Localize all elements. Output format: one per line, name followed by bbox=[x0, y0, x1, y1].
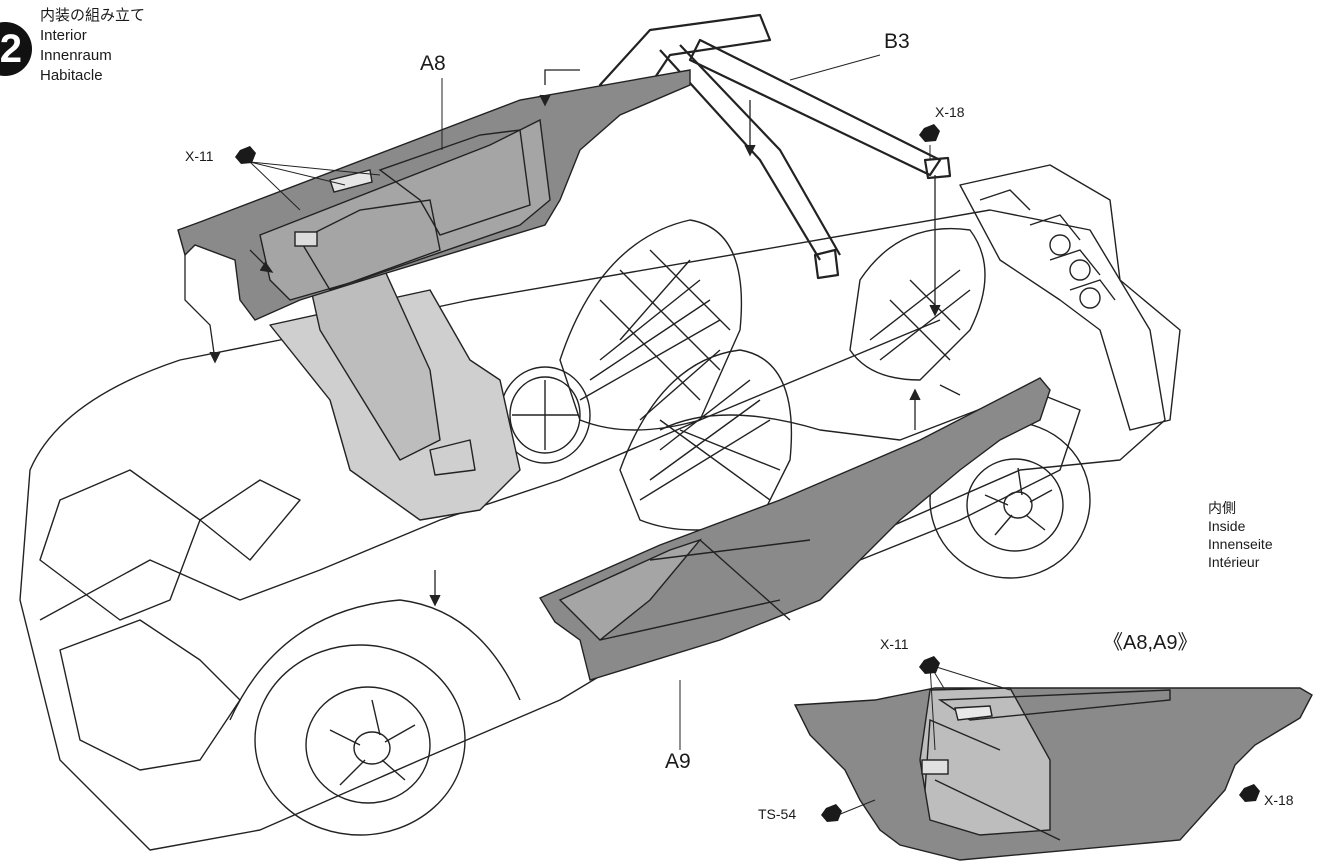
step-title-en: Interior bbox=[40, 27, 87, 44]
inside-legend: 内側 Inside Innenseite Intérieur bbox=[1208, 499, 1273, 571]
paint-marker-x18-inset bbox=[1239, 784, 1260, 802]
legend-line-ja: 内側 bbox=[1208, 500, 1236, 516]
label-x11-main: X-11 bbox=[185, 148, 214, 164]
label-a8: A8 bbox=[420, 52, 446, 75]
step-title: 内装の組み立て Interior Innenraum Habitacle bbox=[40, 6, 145, 86]
legend-line-en: Inside bbox=[1208, 518, 1246, 534]
panel-a9 bbox=[538, 377, 1051, 681]
front-wheel bbox=[254, 644, 466, 836]
label-a9: A9 bbox=[665, 750, 691, 773]
leader-b3 bbox=[789, 54, 881, 81]
label-ts54: TS-54 bbox=[758, 806, 797, 822]
leader-ts54 bbox=[837, 799, 876, 816]
paint-marker-ts54 bbox=[821, 804, 842, 822]
center-seat bbox=[619, 349, 793, 531]
step-title-fr: Habitacle bbox=[40, 67, 103, 84]
paint-marker-x18-main bbox=[919, 124, 940, 142]
inset-title: 《A8,A9》 bbox=[1103, 632, 1198, 654]
label-x18-main: X-18 bbox=[935, 104, 965, 120]
rear-fender bbox=[659, 389, 1081, 561]
arrow-a8-left bbox=[184, 255, 216, 361]
paint-marker-x11-main bbox=[235, 146, 256, 164]
leader-x11-main bbox=[249, 161, 381, 211]
legend-line-fr: Intérieur bbox=[1208, 554, 1260, 570]
label-x18-inset: X-18 bbox=[1264, 792, 1294, 808]
legend-line-de: Innenseite bbox=[1208, 536, 1273, 552]
arrow-a9-up bbox=[914, 384, 961, 430]
label-b3: B3 bbox=[884, 30, 910, 53]
label-x11-inset: X-11 bbox=[880, 636, 909, 652]
step-title-de: Innenraum bbox=[40, 47, 112, 64]
step-title-ja: 内装の組み立て bbox=[40, 7, 146, 24]
paint-marker-x11-inset bbox=[919, 656, 940, 674]
engine-block bbox=[959, 164, 1181, 431]
panel-a8 bbox=[177, 69, 691, 321]
driver-seat bbox=[559, 219, 743, 431]
passenger-seat bbox=[849, 227, 986, 381]
rear-seat-area bbox=[59, 619, 241, 771]
inset-panel bbox=[793, 687, 1313, 861]
arrow-a8-top bbox=[544, 69, 580, 85]
